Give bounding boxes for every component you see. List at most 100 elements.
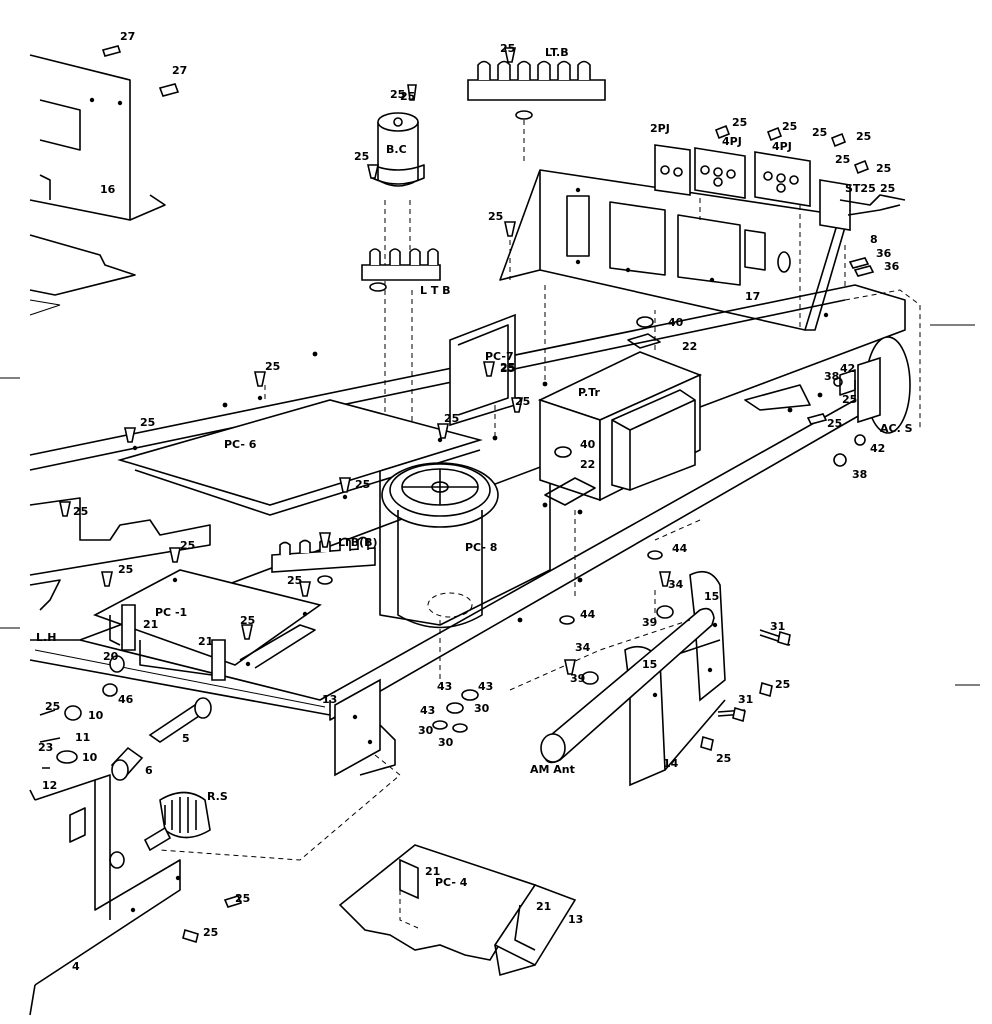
label-25-s7: 25 <box>880 182 895 195</box>
label-4: 4 <box>72 960 80 973</box>
label-43a: 43 <box>437 680 452 693</box>
label-25-s25: 25 <box>827 417 842 430</box>
label-ltb-top: LT.B <box>545 46 569 59</box>
label-25-s10: 25 <box>140 416 155 429</box>
jack-boards <box>654 144 906 231</box>
label-pc7: PC-7 <box>485 350 514 363</box>
label-23: 23 <box>38 741 53 754</box>
bracket-13 <box>159 678 401 861</box>
label-36b: 36 <box>884 260 900 273</box>
label-ltb-mid: L T B <box>420 284 451 297</box>
label-25-s6: 25 <box>876 162 891 175</box>
label-25-s19: 25 <box>240 614 255 627</box>
label-5: 5 <box>182 732 190 745</box>
label-25-s4: 25 <box>856 130 871 143</box>
label-22b: 22 <box>580 458 595 471</box>
label-14: 14 <box>663 757 679 770</box>
label-25-s5: 25 <box>835 153 850 166</box>
board-pc7 <box>449 313 516 440</box>
label-31a: 31 <box>770 620 785 633</box>
label-21c: 21 <box>425 865 440 878</box>
label-25-s12: 25 <box>500 361 515 374</box>
label-22a: 22 <box>682 340 697 353</box>
label-25-s2: 25 <box>782 120 797 133</box>
label-36a: 36 <box>876 247 892 260</box>
label-25-s18: 25 <box>287 574 302 587</box>
terminal-strip-ltb-top <box>467 60 606 165</box>
label-12: 12 <box>42 779 57 792</box>
label-27b: 27 <box>172 64 187 77</box>
board-pc4 <box>338 844 577 976</box>
label-25-s13: 25 <box>515 395 530 408</box>
label-16: 16 <box>100 183 116 196</box>
power-transformer <box>537 310 703 600</box>
label-25-bc-side: 25 <box>354 150 369 163</box>
label-pc1: PC -1 <box>155 606 187 619</box>
label-31b: 31 <box>738 693 753 706</box>
label-46: 46 <box>118 693 134 706</box>
label-40a: 40 <box>668 316 684 329</box>
label-27a: 27 <box>120 30 135 43</box>
ac-socket <box>833 289 921 467</box>
label-38a: 38 <box>824 370 839 383</box>
label-39a: 39 <box>642 616 657 629</box>
label-25-s23: 25 <box>775 678 790 691</box>
label-34a: 34 <box>668 578 684 591</box>
label-11: 11 <box>75 731 90 744</box>
label-25-s26: 25 <box>842 393 857 406</box>
label-34b: 34 <box>575 641 591 654</box>
label-44a: 44 <box>672 542 688 555</box>
label-43b: 43 <box>478 680 493 693</box>
label-25-s8: 25 <box>488 210 503 223</box>
label-42b: 42 <box>870 442 885 455</box>
label-pc6: PC- 6 <box>224 438 257 451</box>
label-25-s24: 25 <box>716 752 731 765</box>
terminal-strip-ltbb <box>271 536 376 585</box>
label-39b: 39 <box>570 672 585 685</box>
rear-panel-17 <box>499 169 851 331</box>
bracket-16 <box>29 54 166 316</box>
leader-lines <box>0 198 980 686</box>
label-25-bc-top: 25 <box>390 88 405 101</box>
label-25-s14: 25 <box>355 478 370 491</box>
label-25-s11: 25 <box>444 412 459 425</box>
label-10a: 10 <box>88 709 104 722</box>
label-rs: R.S <box>207 790 228 803</box>
label-bc: B.C <box>386 143 407 156</box>
capacitor-bc <box>371 112 425 440</box>
label-21a: 21 <box>143 618 158 631</box>
label-25-s15: 25 <box>73 505 88 518</box>
label-25-s20: 25 <box>45 700 60 713</box>
label-30c: 30 <box>438 736 454 749</box>
label-25-s21: 25 <box>235 892 250 905</box>
label-pc8: PC- 8 <box>465 541 497 554</box>
label-40b: 40 <box>580 438 596 451</box>
label-25-s9: 25 <box>265 360 280 373</box>
label-25-s3: 25 <box>812 126 827 139</box>
label-4pj-b: 4PJ <box>772 140 792 153</box>
label-2pj: 2PJ <box>650 122 670 135</box>
front-panel-4 <box>29 774 181 1016</box>
label-ltbb: LTB(B) <box>338 536 378 549</box>
label-13b: 13 <box>568 913 583 926</box>
label-42a: 42 <box>840 362 855 375</box>
label-acs: AC. S <box>880 422 913 435</box>
label-30b: 30 <box>418 724 434 737</box>
label-17: 17 <box>745 290 760 303</box>
screws <box>59 45 875 944</box>
label-20: 20 <box>103 650 119 663</box>
label-am-ant: AM Ant <box>530 763 575 776</box>
label-21d: 21 <box>536 900 551 913</box>
label-13a: 13 <box>322 693 337 706</box>
label-44b: 44 <box>580 608 596 621</box>
terminal-strip-ltb-mid <box>361 248 441 440</box>
label-25-s17: 25 <box>118 563 133 576</box>
label-25-s28: 25 <box>400 90 415 103</box>
am-antenna-assembly <box>509 570 791 787</box>
label-6: 6 <box>145 764 153 777</box>
label-25-s22: 25 <box>203 926 218 939</box>
label-43c: 43 <box>420 704 435 717</box>
label-4pj-a: 4PJ <box>722 135 742 148</box>
label-lh: L.H <box>36 631 56 644</box>
